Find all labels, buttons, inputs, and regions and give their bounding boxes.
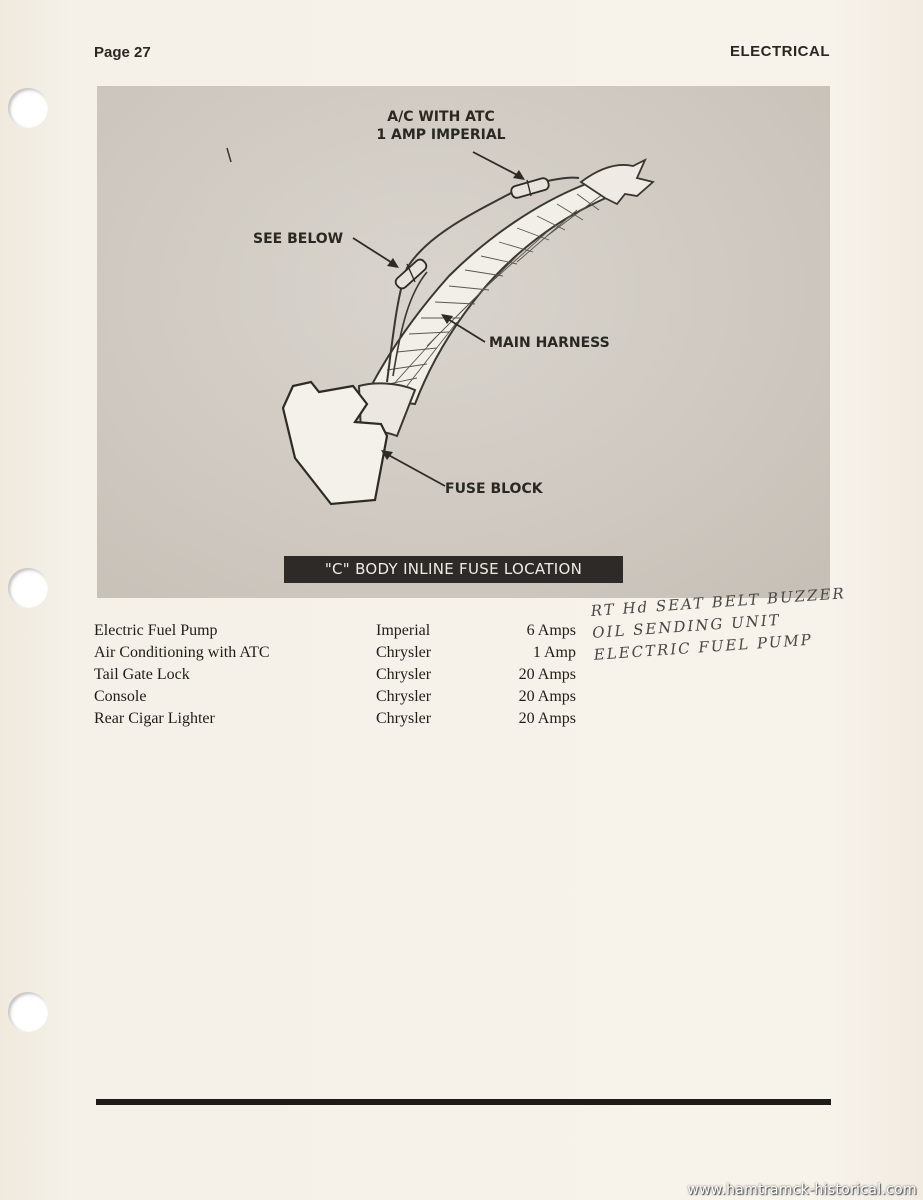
rating-cell: 20 Amps: [518, 688, 576, 705]
callout-main-harness: MAIN HARNESS: [489, 335, 610, 351]
circuit-cell: Console: [94, 688, 147, 705]
model-cell: Chrysler: [376, 644, 432, 661]
harness-drawing: [226, 147, 655, 506]
watermark: www.hamtramck-historical.com: [687, 1182, 917, 1198]
harness-frayed-end: [579, 158, 655, 206]
fuse-location-illustration: A/C WITH ATC 1 AMP IMPERIAL SEE BELOW MA…: [97, 86, 830, 598]
table-row: Rear Cigar Lighter Chrysler 20 Amps: [94, 710, 584, 732]
table-row: Air Conditioning with ATC Chrysler 1 Amp: [94, 644, 584, 666]
table-row: Console Chrysler 20 Amps: [94, 688, 584, 710]
leader-lines: [352, 151, 524, 487]
page-number: Page 27: [94, 44, 151, 61]
section-title: ELECTRICAL: [730, 43, 830, 60]
figure-caption: "C" BODY INLINE FUSE LOCATION: [284, 556, 623, 583]
table-row: Electric Fuel Pump Imperial 6 Amps: [94, 622, 584, 644]
table-row: Tail Gate Lock Chrysler 20 Amps: [94, 666, 584, 688]
rating-cell: 20 Amps: [518, 710, 576, 727]
circuit-cell: Electric Fuel Pump: [94, 622, 218, 639]
bottom-rule: [96, 1099, 831, 1105]
callout-ac-line1: A/C WITH ATC: [387, 109, 495, 125]
punch-hole: [8, 568, 48, 608]
inline-fuse-holder: [510, 177, 550, 199]
model-cell: Chrysler: [376, 710, 432, 727]
callout-fuse-block: FUSE BLOCK: [445, 481, 543, 497]
punch-hole: [8, 88, 48, 128]
callout-ac-line2: 1 AMP IMPERIAL: [376, 127, 506, 143]
leader-arrowheads: [381, 170, 525, 460]
stray-mark: [226, 147, 232, 163]
callout-see-below: SEE BELOW: [253, 231, 344, 247]
fuse-block-shape: [281, 380, 389, 506]
rating-cell: 20 Amps: [518, 666, 576, 683]
inline-fuse-holder: [394, 258, 428, 290]
circuit-cell: Air Conditioning with ATC: [94, 644, 270, 661]
circuit-cell: Rear Cigar Lighter: [94, 710, 215, 727]
branch-wire: [392, 271, 428, 377]
model-cell: Chrysler: [376, 688, 432, 705]
callout-ac-fuse: A/C WITH ATC 1 AMP IMPERIAL: [363, 108, 519, 144]
model-cell: Imperial: [376, 622, 431, 639]
punch-hole: [8, 992, 48, 1032]
rating-cell: 1 Amp: [532, 644, 576, 661]
model-cell: Chrysler: [376, 666, 432, 683]
circuit-cell: Tail Gate Lock: [94, 666, 190, 683]
rating-cell: 6 Amps: [526, 622, 576, 639]
fuse-table: Electric Fuel Pump Imperial 6 Amps Air C…: [94, 622, 584, 732]
